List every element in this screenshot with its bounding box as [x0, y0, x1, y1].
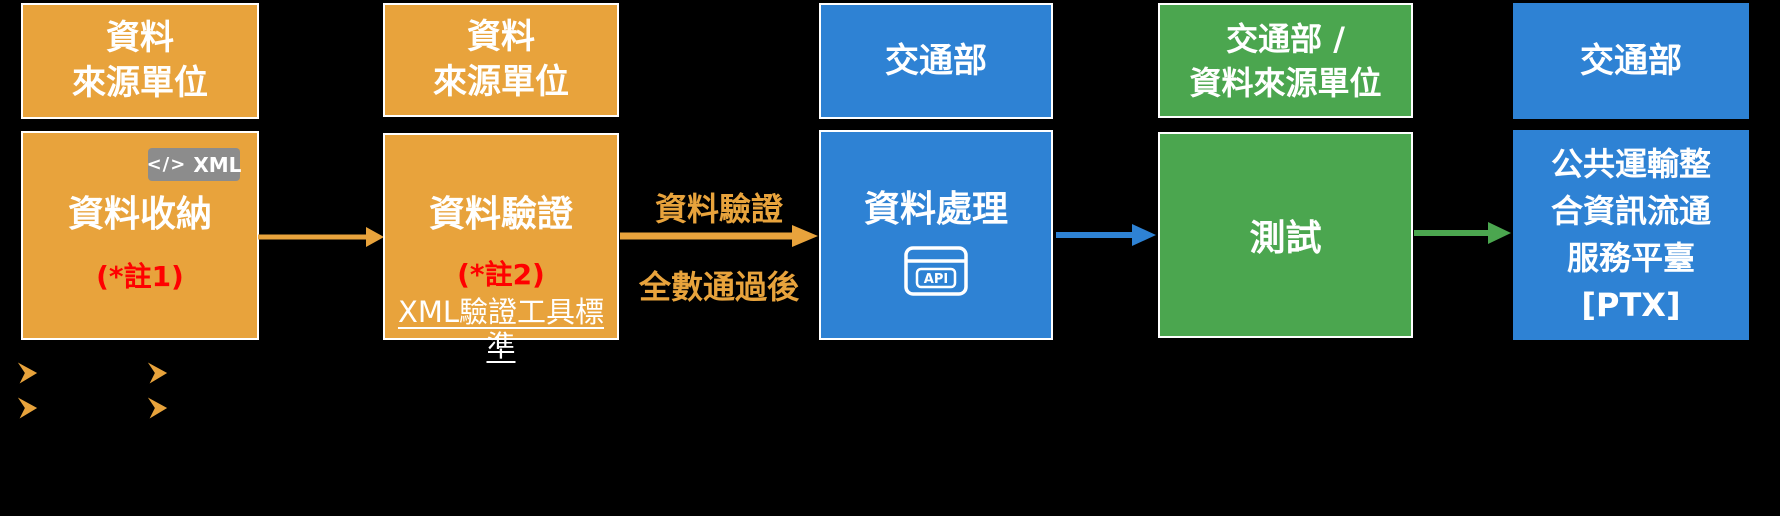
stage3-body: 資料處理 API	[819, 130, 1053, 340]
bullet-arrowhead-icon	[17, 362, 38, 384]
stage2-body: 資料驗證 (*註2) XML驗證工具標準	[383, 133, 619, 363]
bullet-arrowhead-icon	[17, 397, 38, 419]
stage3-header-line1: 交通部	[885, 40, 987, 81]
xml-badge-label: XML	[193, 152, 242, 177]
xml-badge: </> XML	[146, 148, 242, 181]
stage3-title: 資料處理	[863, 189, 1008, 230]
ptx-line1: 公共運輸整	[1550, 145, 1711, 183]
xml-validation-tool-link[interactable]: XML驗證工具標準	[397, 295, 605, 363]
stage2-header-line2: 來源單位	[433, 62, 569, 102]
stage5-header: 交通部	[1513, 3, 1749, 119]
arrow-stage2-to-stage3-icon	[620, 225, 818, 247]
stage2-title: 資料驗證	[428, 194, 573, 235]
bullet-arrowhead-icon	[147, 362, 168, 384]
stage1-header-line1: 資料	[106, 18, 174, 58]
stage4-header-line2: 資料來源單位	[1189, 63, 1382, 102]
stage4-title: 測試	[1249, 218, 1322, 259]
code-icon: </>	[146, 154, 187, 175]
stage5-header-line1: 交通部	[1580, 40, 1682, 81]
stage3-header: 交通部	[819, 3, 1053, 119]
arrow-stage1-to-stage2-icon	[258, 227, 384, 247]
stage2-note: (*註2)	[457, 258, 545, 291]
ptx-line3: 服務平臺	[1566, 239, 1695, 277]
stage4-header-line1: 交通部 /	[1226, 19, 1345, 58]
stage1-note: (*註1)	[96, 260, 184, 293]
stage1-header-line2: 來源單位	[72, 63, 208, 103]
stage4-header: 交通部 / 資料來源單位	[1158, 3, 1413, 118]
stage5-body: 公共運輸整 合資訊流通 服務平臺 [PTX]	[1513, 130, 1749, 340]
ptx-line2: 合資訊流通	[1550, 192, 1711, 230]
stage1-header: 資料 來源單位	[21, 3, 259, 119]
flow-label-line1: 資料驗證	[654, 190, 783, 228]
ptx-line4: [PTX]	[1581, 286, 1681, 324]
stage4-body: 測試	[1158, 132, 1413, 338]
stage2-header-line1: 資料	[467, 17, 535, 57]
bullet-arrowhead-icon	[147, 397, 168, 419]
api-window-icon: API	[904, 246, 968, 296]
flow-label-line2: 全數通過後	[638, 268, 799, 306]
stage2-header: 資料 來源單位	[383, 3, 619, 117]
api-icon-label: API	[924, 272, 948, 287]
arrow-stage4-to-stage5-icon	[1414, 222, 1511, 244]
stage1-body: </> XML 資料收納 (*註1)	[21, 131, 259, 340]
stage1-title: 資料收納	[67, 194, 212, 235]
arrow-stage3-to-stage4-icon	[1056, 224, 1156, 246]
